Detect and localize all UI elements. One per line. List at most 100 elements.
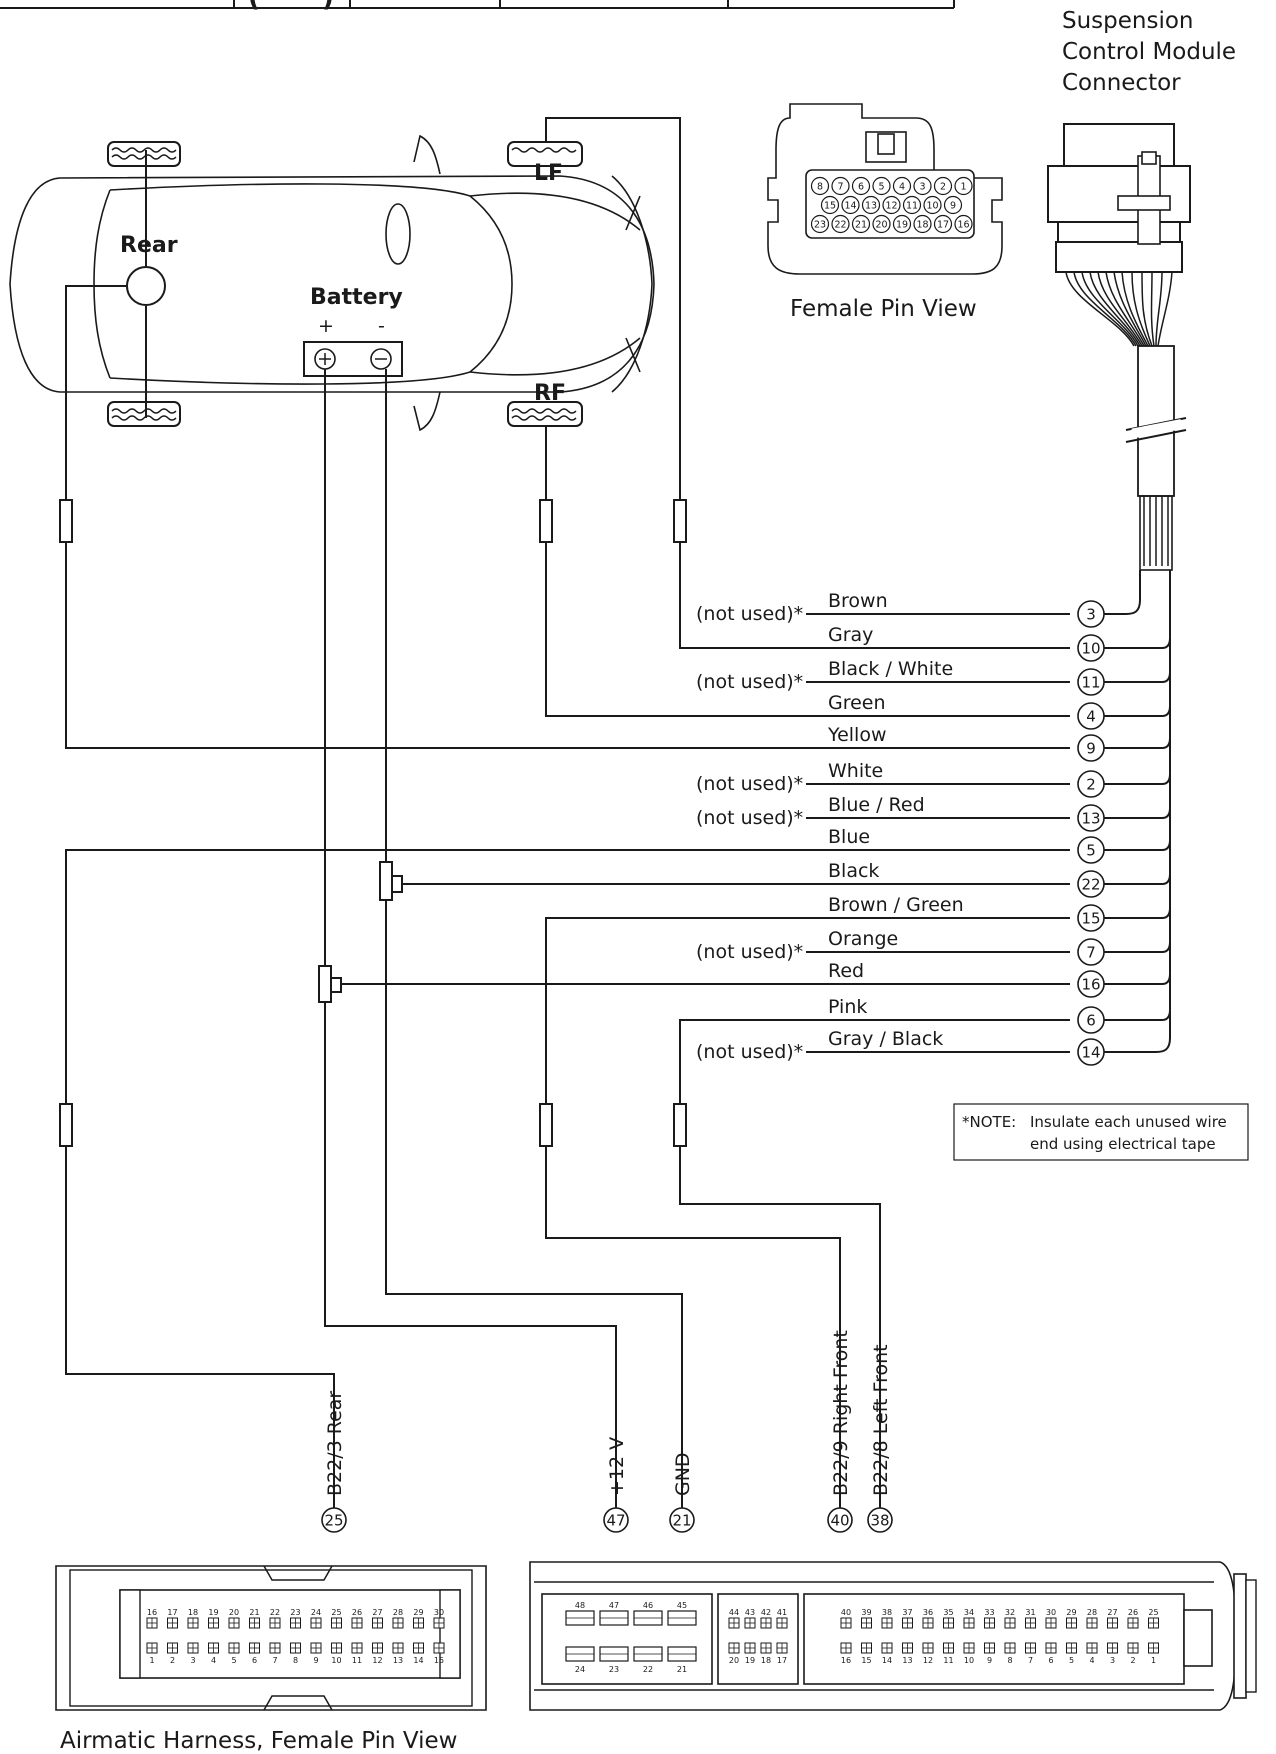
connector-18-pin: 2	[933, 176, 953, 196]
harness-connector-pin-label: 26	[352, 1608, 362, 1617]
harness-connector-pin: 24	[565, 1646, 595, 1674]
harness-connector-pin: 17	[776, 1642, 788, 1665]
module-pin-number: 3	[1086, 606, 1096, 624]
rear-label: Rear	[120, 233, 178, 258]
connector-18-pin: 15	[820, 195, 840, 215]
harness-connector-pin-label: 23	[609, 1665, 619, 1674]
module-pin-number: 4	[1086, 708, 1096, 726]
harness-connector-pin: 1	[1148, 1642, 1159, 1665]
inline-fuses	[59, 499, 687, 1147]
harness-connector-pin-label: 6	[1048, 1656, 1053, 1665]
harness-connector-pin: 20	[728, 1642, 740, 1665]
connector-18-pin: 9	[943, 195, 963, 215]
harness-connector-pin-label: 20	[229, 1608, 239, 1617]
module-pin-number: 2	[1086, 776, 1096, 794]
harness-connector-pin: 28	[392, 1608, 404, 1629]
harness-connector-pin: 40	[840, 1608, 852, 1629]
harness-connector-pin: 48	[565, 1601, 595, 1626]
svg-text:): )	[322, 0, 334, 13]
connector-18-pin-label: 12	[885, 201, 897, 212]
harness-connector-pin: 23	[290, 1608, 301, 1629]
harness-output-label: B22/8 Left Front	[870, 1344, 892, 1496]
harness-connector-pin-label: 27	[372, 1608, 382, 1617]
harness-connector-pin-label: 1	[1151, 1656, 1156, 1665]
wire-row: Brown(not used)*3	[696, 590, 1105, 628]
table-remnant: ( )	[0, 0, 955, 13]
connector-18-pin: 5	[872, 176, 891, 196]
tire-rear-right	[107, 401, 181, 427]
connector-18-pin-label: 23	[814, 220, 826, 231]
connector-18-pin: 19	[892, 214, 912, 234]
harness-connector-pin: 29	[1066, 1608, 1077, 1629]
harness-output: B22/3 Rear 25	[321, 1391, 347, 1533]
harness-pin-number: 25	[324, 1512, 343, 1530]
wire-row: Black / White(not used)*11	[696, 658, 1171, 696]
harness-connector-pin: 24	[310, 1608, 322, 1629]
harness-connector-pin-label: 43	[745, 1608, 755, 1617]
harness-connector-pin: 15	[861, 1642, 872, 1665]
module-pin-number: 10	[1081, 640, 1100, 658]
harness-connector-pin-label: 12	[372, 1656, 382, 1665]
harness-connector-pin: 33	[984, 1608, 995, 1629]
connector-18-pin-label: 1	[960, 182, 966, 193]
harness-connector-pin: 34	[963, 1608, 975, 1629]
not-used-label: (not used)*	[696, 941, 803, 963]
module-title-line-2: Control Module	[1062, 39, 1236, 65]
harness-connector-pin: 8	[1004, 1642, 1016, 1665]
harness-connector-pin: 9	[984, 1642, 995, 1665]
harness-connector-pin-label: 17	[777, 1656, 787, 1665]
harness-connector-pin-label: 42	[761, 1608, 771, 1617]
lf-label: LF	[534, 161, 563, 186]
harness-connector-pin: 4	[1086, 1642, 1098, 1665]
wire-color-label: Pink	[828, 996, 867, 1018]
connector-18-pin: 22	[831, 214, 850, 234]
harness-output-label: B22/3 Rear	[324, 1391, 346, 1496]
harness-output-label: B22/9 Right Front	[830, 1330, 852, 1496]
wire-color-label: Blue	[828, 826, 870, 848]
harness-pin-number: 21	[672, 1512, 691, 1530]
harness-connector-pin-label: 8	[293, 1656, 298, 1665]
connector-18-pin: 11	[902, 195, 922, 215]
module-pin-number: 11	[1081, 674, 1100, 692]
tire-left-front	[507, 141, 583, 167]
harness-connector-pin: 10	[963, 1642, 975, 1665]
harness-connector-pin: 27	[372, 1608, 383, 1629]
connector-18-pin: 3	[913, 176, 932, 196]
svg-text:(: (	[248, 0, 260, 13]
fuse-rear-bottom	[59, 1103, 73, 1147]
module-pin-number: 16	[1081, 976, 1100, 994]
module-pin-number: 6	[1086, 1012, 1096, 1030]
harness-connector-pin-label: 32	[1005, 1608, 1015, 1617]
connector-18-pin: 6	[851, 176, 871, 196]
wire-row: White (not used)* 2	[696, 760, 1171, 798]
connector-18-pin-label: 5	[878, 182, 884, 193]
harness-connector-pin-label: 18	[188, 1608, 198, 1617]
harness-connector-pin-label: 2	[1130, 1656, 1135, 1665]
harness-pin-number: 47	[606, 1512, 625, 1530]
harness-connector-pin-label: 23	[290, 1608, 300, 1617]
harness-connector-pin-label: 34	[964, 1608, 974, 1617]
connector-18-pin-label: 17	[937, 220, 949, 231]
wire-paths	[65, 117, 1171, 1510]
connector-18-pin: 23	[810, 214, 830, 234]
harness-connector-pin-label: 29	[413, 1608, 423, 1617]
harness-connector-pin: 14	[881, 1642, 893, 1665]
not-used-label: (not used)*	[696, 773, 803, 795]
harness-connector-pin: 8	[290, 1642, 301, 1665]
harness-connector-pin: 30	[1045, 1608, 1057, 1629]
wire-color-label: White	[828, 760, 883, 782]
harness-connector-pin-label: 27	[1107, 1608, 1117, 1617]
harness-connector-pin-label: 12	[923, 1656, 933, 1665]
wire-color-label: Red	[828, 960, 864, 982]
wire-color-label: Black / White	[828, 658, 953, 680]
rf-label: RF	[534, 381, 566, 406]
harness-connector-pin: 43	[744, 1608, 756, 1629]
harness-connector-pin: 31	[1025, 1608, 1036, 1629]
harness-connector-pin-label: 1	[149, 1656, 154, 1665]
harness-connector-pin-label: 24	[575, 1665, 585, 1674]
